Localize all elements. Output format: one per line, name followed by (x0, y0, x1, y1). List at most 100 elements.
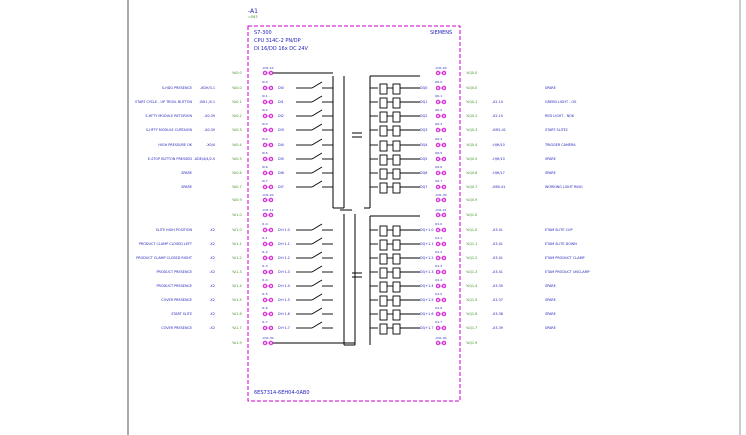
output-terminal[interactable] (435, 255, 447, 261)
input-terminal[interactable] (262, 227, 274, 233)
output-terminal[interactable] (435, 99, 447, 105)
output-terminal[interactable] (435, 227, 447, 233)
switch-contact (311, 265, 323, 273)
output-reference: -X3.41 (492, 256, 503, 260)
input-terminal[interactable] (262, 170, 274, 176)
input-terminal[interactable] (262, 325, 274, 331)
input-row: PRODUCT PRESENCE-X2%I1.4I1.4DI+1.4 (156, 278, 333, 289)
plc-module-box[interactable] (247, 25, 461, 402)
input-description: START CYCLE - UP TRON. BUTTON (135, 100, 192, 104)
input-terminal[interactable] (262, 142, 274, 148)
input-description: SPARE (181, 171, 192, 175)
output-terminal[interactable] (435, 269, 447, 275)
input-terminal-label: I1.7 (262, 320, 268, 324)
output-terminal[interactable] (435, 85, 447, 91)
supply-terminal-left[interactable] (262, 340, 274, 346)
relay-contact (392, 323, 401, 335)
output-terminal[interactable] (435, 113, 447, 119)
input-terminal[interactable] (262, 255, 274, 261)
output-terminal[interactable] (435, 283, 447, 289)
supply-terminal-right[interactable] (435, 70, 447, 76)
input-pin-label: DI+1.7 (278, 326, 290, 330)
switch-contact (311, 138, 323, 146)
input-address: %I1.6 (232, 312, 242, 316)
supply-terminal-label-left: -X31.10 (262, 66, 274, 70)
input-pin-label: DI5 (278, 157, 284, 161)
output-reference: -X2.10 (492, 114, 503, 118)
input-terminal[interactable] (262, 156, 274, 162)
relay-coil (379, 125, 388, 137)
output-reference: -X2.10 (492, 100, 503, 104)
output-terminal[interactable] (435, 156, 447, 162)
supply-terminal-right[interactable] (435, 197, 447, 203)
input-pin-label: DI+1.2 (278, 256, 290, 260)
input-terminal[interactable] (262, 311, 274, 317)
output-terminal-label: Q0.6 (435, 165, 442, 169)
input-terminal-label: I1.2 (262, 250, 268, 254)
input-terminal[interactable] (262, 269, 274, 275)
supply-address-left: %I0.9 (232, 198, 242, 202)
output-reference: -X3.41 (492, 242, 503, 246)
output-terminal[interactable] (435, 297, 447, 303)
supply-row: %I0.9-X31.20-X31.30%Q0.9 (232, 193, 477, 203)
input-reference: -X2 (209, 270, 215, 274)
supply-address-right: %Q0.0 (466, 71, 477, 75)
output-terminal-label: Q1.1 (435, 236, 442, 240)
input-terminal-label: I1.5 (262, 292, 268, 296)
relay-coil (379, 323, 388, 335)
input-terminal[interactable] (262, 99, 274, 105)
relay-coil (379, 253, 388, 265)
input-reference: -X0.39 (204, 128, 215, 132)
output-terminal[interactable] (435, 241, 447, 247)
output-terminal[interactable] (435, 142, 447, 148)
relay-contact (392, 239, 401, 251)
supply-terminal-right[interactable] (435, 212, 447, 218)
relay-contact (392, 225, 401, 237)
input-reference: -X2 (209, 228, 215, 232)
output-terminal[interactable] (435, 170, 447, 176)
input-address: %I0.4 (232, 143, 242, 147)
output-description: SPARE (545, 157, 556, 161)
output-terminal[interactable] (435, 184, 447, 190)
input-terminal[interactable] (262, 297, 274, 303)
input-terminal[interactable] (262, 85, 274, 91)
input-address: %I1.2 (232, 256, 242, 260)
input-terminal[interactable] (262, 113, 274, 119)
input-address: %I0.0 (232, 86, 242, 90)
output-terminal[interactable] (435, 311, 447, 317)
input-pin-label: DI3 (278, 128, 284, 132)
relay-contact (392, 253, 401, 265)
input-terminal[interactable] (262, 127, 274, 133)
supply-terminal-left[interactable] (262, 212, 274, 218)
supply-terminal-left[interactable] (262, 197, 274, 203)
input-terminal[interactable] (262, 184, 274, 190)
output-address: %Q0.4 (466, 143, 477, 147)
supply-terminal-left[interactable] (262, 70, 274, 76)
io-rows: S-HDG PRESENCE-XDH/3.1%I0.0I0.0DI0START … (135, 80, 590, 335)
output-pin-label: DQ5 (420, 157, 427, 161)
relay-contact (392, 182, 401, 194)
input-pin-label: DI1 (278, 100, 284, 104)
output-pin-label: DQ+1.2 (420, 256, 434, 260)
output-terminal-label: Q1.4 (435, 278, 442, 282)
supply-terminals: %I0.0-X31.10-X31.20%Q0.0%I0.9-X31.20-X31… (232, 66, 477, 346)
input-terminal-label: I0.6 (262, 165, 268, 169)
supply-terminal-right[interactable] (435, 340, 447, 346)
switch-contact (311, 279, 323, 287)
plc-brand: SIEMENS (430, 30, 452, 36)
output-terminal[interactable] (435, 325, 447, 331)
input-pin-label: DI+1.5 (278, 298, 290, 302)
relay-contact (392, 83, 401, 95)
supply-terminal-label-left: -X31.11 (262, 208, 274, 212)
output-description: WORKING LIGHT RING (545, 185, 583, 189)
input-terminal[interactable] (262, 283, 274, 289)
switch-contact (311, 123, 323, 131)
output-terminal-label: Q1.3 (435, 264, 442, 268)
input-terminal[interactable] (262, 241, 274, 247)
output-terminal[interactable] (435, 127, 447, 133)
